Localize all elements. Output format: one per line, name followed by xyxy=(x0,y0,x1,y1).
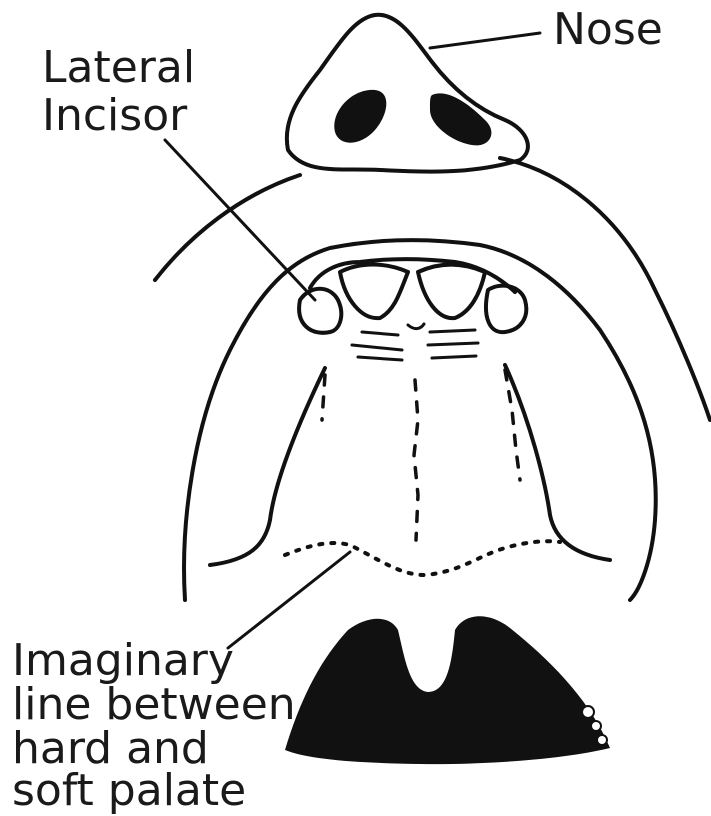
lateral-incisor-left xyxy=(299,289,341,333)
central-incisor-left xyxy=(340,265,408,319)
incisive-papilla xyxy=(408,324,424,329)
tonsil-dot-3 xyxy=(597,735,607,745)
label-lateral-incisor-line1: Lateral xyxy=(42,44,195,92)
palate-inner-right xyxy=(505,365,610,560)
rugae-left xyxy=(352,332,402,360)
lateral-incisor-right xyxy=(486,286,526,332)
label-lateral-incisor-line2: Incisor xyxy=(42,92,187,140)
tonsil-dot-2 xyxy=(591,721,601,731)
palate-inner-left xyxy=(210,368,325,565)
leader-lateral-incisor xyxy=(165,140,315,300)
tonsil-dot-1 xyxy=(582,706,594,718)
label-nose: Nose xyxy=(553,6,663,54)
label-palate-line1: Imaginary xyxy=(12,637,234,685)
left-groove xyxy=(322,375,325,420)
nostril-right xyxy=(430,93,491,145)
soft-palate-shape xyxy=(285,616,610,764)
midline-suture xyxy=(414,380,418,540)
rugae-right xyxy=(428,330,478,358)
nostril-left xyxy=(334,90,386,143)
leader-nose xyxy=(430,33,540,48)
label-palate-line4: soft palate xyxy=(12,767,246,815)
leader-palate-line xyxy=(228,552,350,648)
label-palate-line2: line between xyxy=(12,681,296,729)
central-incisor-right xyxy=(418,265,485,319)
